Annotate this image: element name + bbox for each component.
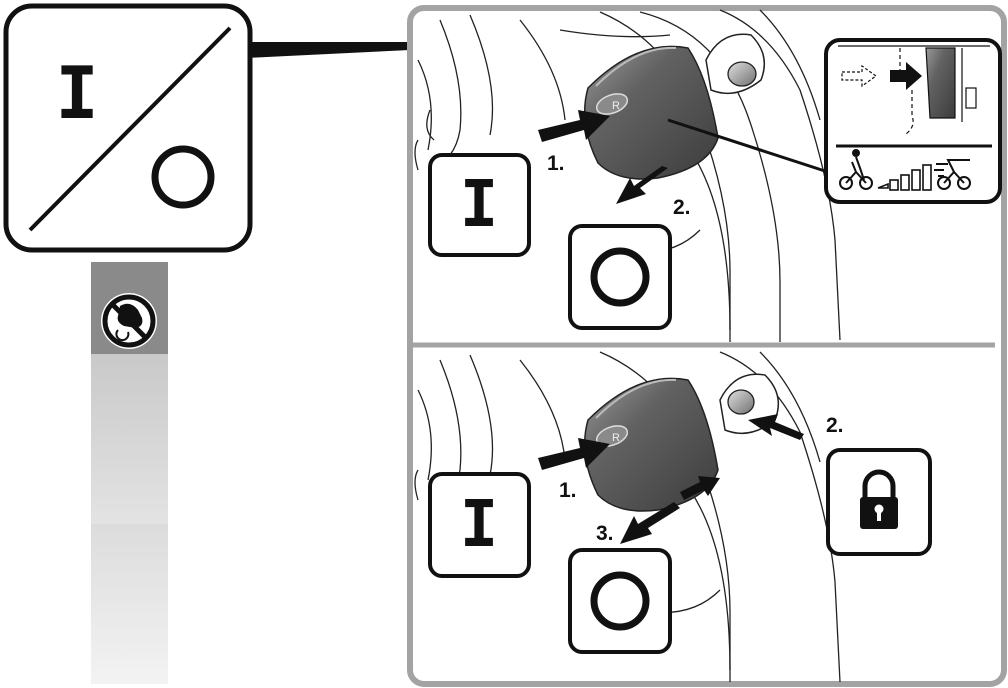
on-symbol-text: I [460, 488, 499, 562]
step-1-label: 1. [547, 152, 565, 175]
lock-knob [705, 33, 766, 95]
off-symbol-icon [568, 548, 672, 654]
push-arrow-icon [748, 414, 804, 440]
push-arrow-icon [538, 110, 610, 142]
display-inset [824, 38, 1002, 204]
ghost-arrow-icon [841, 64, 878, 88]
lock-icon [826, 448, 932, 556]
control-housing: R [583, 377, 719, 512]
step-3-label: 3. [596, 522, 614, 545]
off-symbol-mark [151, 145, 215, 209]
bottom-panel: R 1. 2. 3. I [414, 351, 932, 683]
display-leader-line [667, 118, 829, 174]
sidebar-block [91, 354, 168, 524]
button-letter: R [612, 100, 620, 112]
control-housing: R [583, 45, 719, 180]
on-symbol-text: I [460, 168, 499, 242]
no-hand-rotate-icon [101, 293, 157, 349]
on-off-symbol-icon: I [3, 3, 410, 253]
pull-arrow-icon [620, 502, 680, 544]
power-button [595, 93, 629, 115]
on-symbol-label: I [55, 51, 98, 135]
step-2-label: 2. [673, 196, 691, 219]
on-symbol-icon: I [428, 153, 531, 257]
cyclist-walking-icon [839, 149, 873, 190]
sidebar-block [91, 524, 168, 684]
pull-arrow-icon [616, 166, 668, 204]
push-arrow-icon [538, 438, 610, 470]
push-arrow-icon [680, 476, 720, 500]
on-symbol-icon: I [428, 472, 531, 578]
power-button [595, 425, 629, 447]
fast-bike-icon [934, 159, 971, 190]
step-1-label: 1. [559, 479, 577, 502]
step-2-label: 2. [826, 414, 844, 437]
push-arrow-icon [890, 62, 922, 90]
callout-pointer [246, 42, 410, 58]
assist-level-bars-icon [877, 164, 932, 191]
sidebar [91, 262, 168, 684]
off-symbol-icon [568, 224, 672, 330]
top-panel: R 1. 2. I [414, 9, 1002, 342]
button-letter: R [612, 432, 620, 444]
